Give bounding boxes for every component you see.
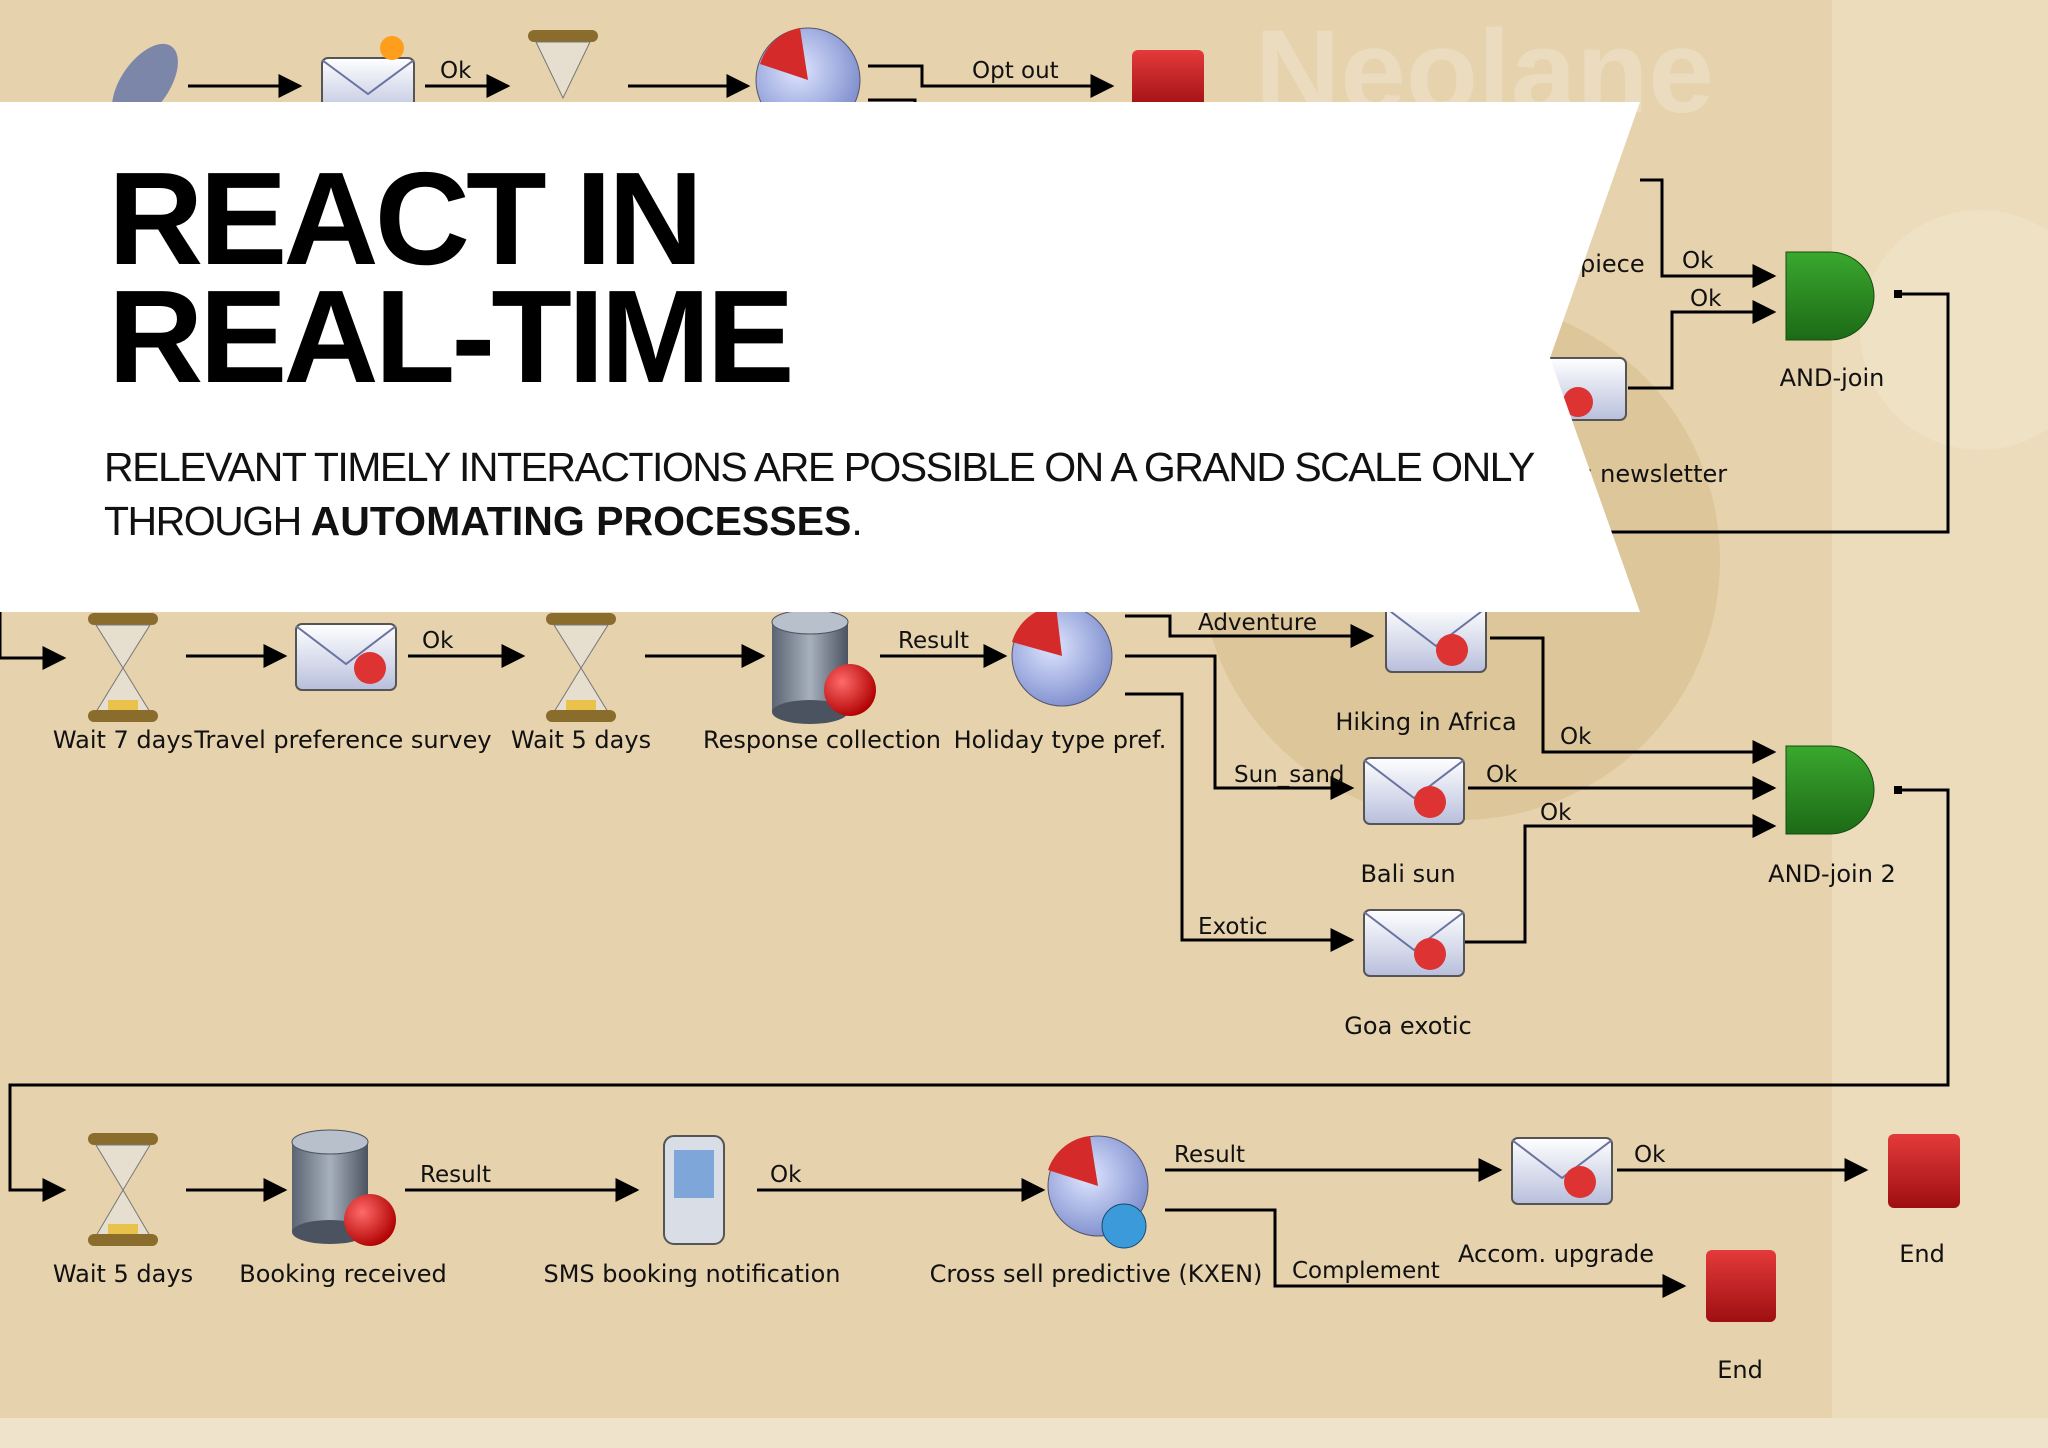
edge-label-ok: Ok bbox=[1690, 286, 1722, 312]
headline-line-1: REACT IN bbox=[108, 145, 703, 292]
edge-label-result: Result bbox=[1174, 1142, 1245, 1168]
node-label-accom-upgrade: Accom. upgrade bbox=[1458, 1240, 1654, 1268]
email-icon bbox=[1363, 757, 1465, 825]
subtext-prefix: RELEVANT TIMELY INTERACTIONS ARE POSSIBL… bbox=[104, 444, 1535, 544]
edge bbox=[8, 788, 1950, 1202]
node-label-wait-5-days: Wait 5 days bbox=[53, 1260, 193, 1288]
edge-label-ok: Ok bbox=[1634, 1142, 1666, 1168]
edge-label-ok: Ok bbox=[440, 58, 472, 84]
middle-row-nodes bbox=[88, 605, 1902, 977]
database-icon bbox=[291, 1129, 396, 1246]
email-icon bbox=[1385, 605, 1487, 673]
headline-line-2: REAL-TIME bbox=[108, 263, 795, 410]
edge-label-ok: Ok bbox=[422, 628, 454, 654]
node-labels: piece s newsletter AND-join Wait 7 days … bbox=[53, 250, 1945, 1384]
hourglass-icon bbox=[546, 613, 616, 722]
edge-label-sun-sand: Sun_sand bbox=[1234, 762, 1345, 788]
node-label-wait-7-days: Wait 7 days bbox=[53, 726, 193, 754]
edge bbox=[1465, 814, 1777, 944]
node-label-end: End bbox=[1717, 1356, 1763, 1384]
edge-label-opt-out: Opt out bbox=[972, 58, 1059, 84]
edge bbox=[1628, 300, 1777, 390]
edge-label-ok: Ok bbox=[1682, 248, 1714, 274]
edge bbox=[1125, 692, 1355, 952]
edge bbox=[1490, 636, 1777, 764]
headline: REACT IN REAL-TIME bbox=[108, 145, 1108, 410]
end-icon bbox=[1706, 1250, 1776, 1322]
edge-label-adventure: Adventure bbox=[1198, 610, 1317, 636]
background-glow-2 bbox=[1860, 210, 2048, 450]
pie-split-icon bbox=[1011, 605, 1113, 707]
edge bbox=[1600, 292, 1950, 534]
end-icon bbox=[1132, 50, 1204, 110]
edge bbox=[0, 612, 67, 670]
node-label-booking-received: Booking received bbox=[239, 1260, 446, 1288]
node-label-holiday-pref: Holiday type pref. bbox=[954, 726, 1167, 754]
edge bbox=[1125, 654, 1355, 800]
edge-label-ok: Ok bbox=[1540, 800, 1572, 826]
edge-label-complement: Complement bbox=[1292, 1258, 1440, 1284]
edge bbox=[1640, 178, 1777, 288]
subtext-suffix: . bbox=[851, 498, 862, 544]
database-icon bbox=[771, 609, 876, 724]
email-icon bbox=[1363, 909, 1465, 977]
node-label-response-collection: Response collection bbox=[703, 726, 941, 754]
node-label-hiking-africa: Hiking in Africa bbox=[1335, 708, 1516, 736]
hourglass-icon bbox=[88, 1133, 158, 1246]
and-join-node bbox=[1785, 251, 1902, 341]
edge-labels: Ok Opt out Ok Ok Ok Result Adventure Sun… bbox=[420, 58, 1722, 1284]
banner-subtext: RELEVANT TIMELY INTERACTIONS ARE POSSIBL… bbox=[104, 440, 1584, 548]
node-label-goa-exotic: Goa exotic bbox=[1344, 1012, 1471, 1040]
edge-label-result: Result bbox=[420, 1162, 491, 1188]
edge-label-ok: Ok bbox=[1560, 724, 1592, 750]
email-icon bbox=[295, 623, 397, 691]
node-label-piece: piece bbox=[1580, 250, 1645, 278]
node-label-cross-sell: Cross sell predictive (KXEN) bbox=[930, 1260, 1263, 1288]
hourglass-icon bbox=[528, 30, 598, 100]
bottom-row-nodes bbox=[88, 1129, 1960, 1322]
and-join-node bbox=[1785, 745, 1902, 835]
edge bbox=[868, 64, 1115, 98]
node-label-and-join: AND-join bbox=[1780, 364, 1885, 392]
subtext-emphasis: AUTOMATING PROCESSES bbox=[310, 498, 852, 544]
connector-lines bbox=[0, 64, 1950, 1298]
node-label-and-join-2: AND-join 2 bbox=[1768, 860, 1896, 888]
node-label-end: End bbox=[1899, 1240, 1945, 1268]
background-glow bbox=[1200, 300, 1720, 820]
email-icon bbox=[1529, 357, 1627, 421]
edge-label-result: Result bbox=[898, 628, 969, 654]
edge-label-exotic: Exotic bbox=[1198, 914, 1268, 940]
edge bbox=[1165, 1208, 1687, 1298]
node-label-sms-notification: SMS booking notification bbox=[543, 1260, 840, 1288]
node-label-travel-survey: Travel preference survey bbox=[193, 726, 491, 754]
watermark: Neolane bbox=[1255, 6, 1714, 138]
email-icon bbox=[1511, 1137, 1613, 1205]
canvas-footer-band bbox=[0, 1418, 2048, 1448]
edge bbox=[1125, 614, 1375, 648]
mobile-phone-icon bbox=[663, 1135, 725, 1245]
end-icon bbox=[1888, 1134, 1960, 1208]
hourglass-icon bbox=[88, 613, 158, 722]
node-label-newsletter: s newsletter bbox=[1580, 460, 1727, 488]
edge-label-ok: Ok bbox=[770, 1162, 802, 1188]
pie-split-icon bbox=[755, 27, 861, 133]
edge-label-ok: Ok bbox=[1486, 762, 1518, 788]
node-label-bali-sun: Bali sun bbox=[1360, 860, 1455, 888]
node-label-wait-5-days: Wait 5 days bbox=[511, 726, 651, 754]
predictive-pie-icon bbox=[1047, 1135, 1149, 1249]
